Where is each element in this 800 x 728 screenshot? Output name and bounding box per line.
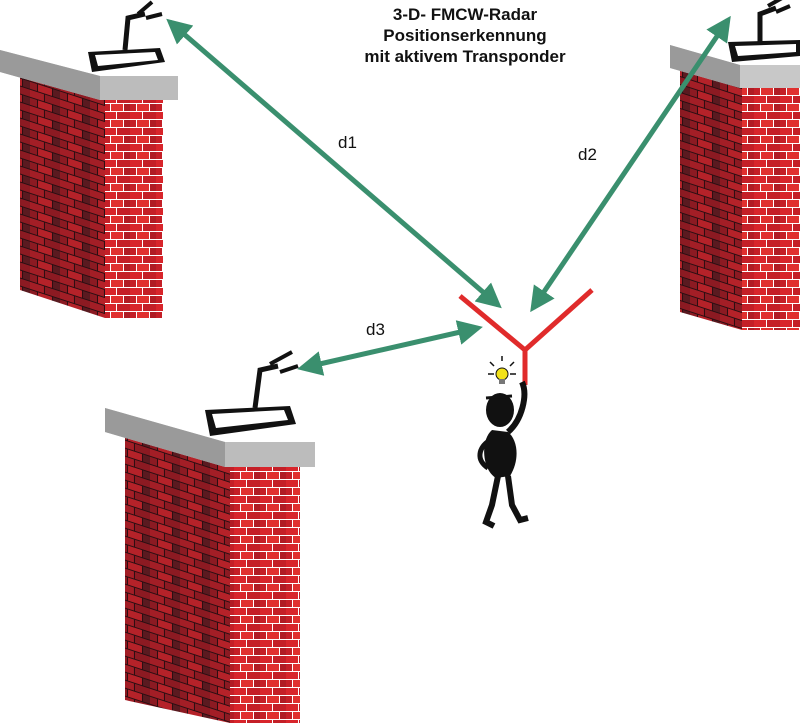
distance-arrow-d2	[530, 15, 731, 313]
lightbulb-icon	[488, 356, 516, 384]
distance-label-d3: d3	[366, 320, 385, 339]
distance-label-d2: d2	[578, 145, 597, 164]
person-icon	[477, 380, 529, 529]
diagram-title: 3-D- FMCW-Radar Positionserkennung mit a…	[300, 4, 630, 67]
radar-antenna-icon	[205, 350, 299, 436]
title-line-3: mit aktivem Transponder	[364, 47, 566, 66]
distance-arrow-d3	[297, 320, 483, 376]
title-line-1: 3-D- FMCW-Radar	[392, 5, 538, 24]
pillar-bottom	[105, 408, 315, 723]
pillar-top-left	[0, 50, 178, 318]
radar-antenna-icon	[728, 0, 800, 62]
radar-antenna-icon	[88, 0, 165, 72]
distance-label-d1: d1	[338, 133, 357, 152]
pillar-top-right	[670, 45, 800, 330]
distance-arrow-d1	[166, 18, 502, 309]
transponder-antenna-icon	[458, 288, 594, 385]
title-line-2: Positionserkennung	[383, 26, 547, 45]
